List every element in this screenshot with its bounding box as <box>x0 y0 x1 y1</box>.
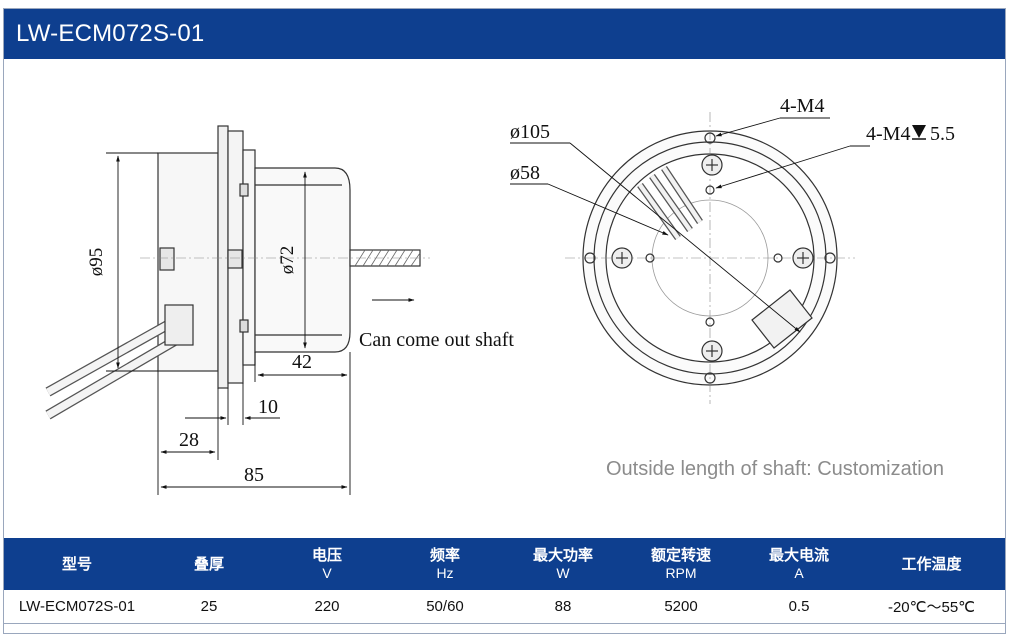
table-row: LW-ECM072S-01 25 220 50/60 88 5200 0.5 -… <box>4 590 1005 624</box>
thread-spec-2: 4-M4 5.5 <box>866 123 955 145</box>
dim-flange-diameter: ø105 <box>510 121 550 143</box>
dim-outer-diameter: ø95 <box>86 248 107 277</box>
dim-pilot-diameter: ø58 <box>510 162 540 184</box>
dim-total-length: 85 <box>244 464 264 486</box>
page-title: LW-ECM072S-01 <box>16 20 205 47</box>
thread-spec-2-label: 4-M4 <box>866 123 910 145</box>
cell-operating-temp: -20℃～55℃ <box>858 590 1005 624</box>
header-model: 型号 <box>4 538 150 590</box>
cell-frequency: 50/60 <box>386 590 504 624</box>
title-bar: LW-ECM072S-01 <box>4 9 1005 59</box>
motor-body <box>254 167 351 353</box>
header-operating-temp: 工作温度 <box>858 538 1005 590</box>
mounting-flange <box>217 125 229 389</box>
side-view <box>45 125 430 420</box>
side-view-dimensions <box>106 152 415 495</box>
cell-max-power: 88 <box>504 590 622 624</box>
cell-rated-speed: 5200 <box>622 590 740 624</box>
cell-max-current: 0.5 <box>740 590 858 624</box>
cell-model: LW-ECM072S-01 <box>4 590 150 624</box>
thread-spec-1: 4-M4 <box>780 95 824 117</box>
shaft-note: Can come out shaft <box>359 329 514 351</box>
front-view-leaders <box>510 117 870 333</box>
cell-voltage: 220 <box>268 590 386 624</box>
dim-body-length: 42 <box>292 351 312 373</box>
header-stack-thickness: 叠厚 <box>150 538 268 590</box>
dim-body-diameter: ø72 <box>277 246 298 275</box>
depth-symbol-icon <box>912 125 926 138</box>
cell-stack-thickness: 25 <box>150 590 268 624</box>
thread-spec-2-depth: 5.5 <box>930 123 955 145</box>
dim-flange-offset: 10 <box>258 396 278 418</box>
page-frame <box>3 8 1006 634</box>
dim-rear-length: 28 <box>179 429 199 451</box>
shaft-length-note: Outside length of shaft: Customization <box>606 458 944 480</box>
